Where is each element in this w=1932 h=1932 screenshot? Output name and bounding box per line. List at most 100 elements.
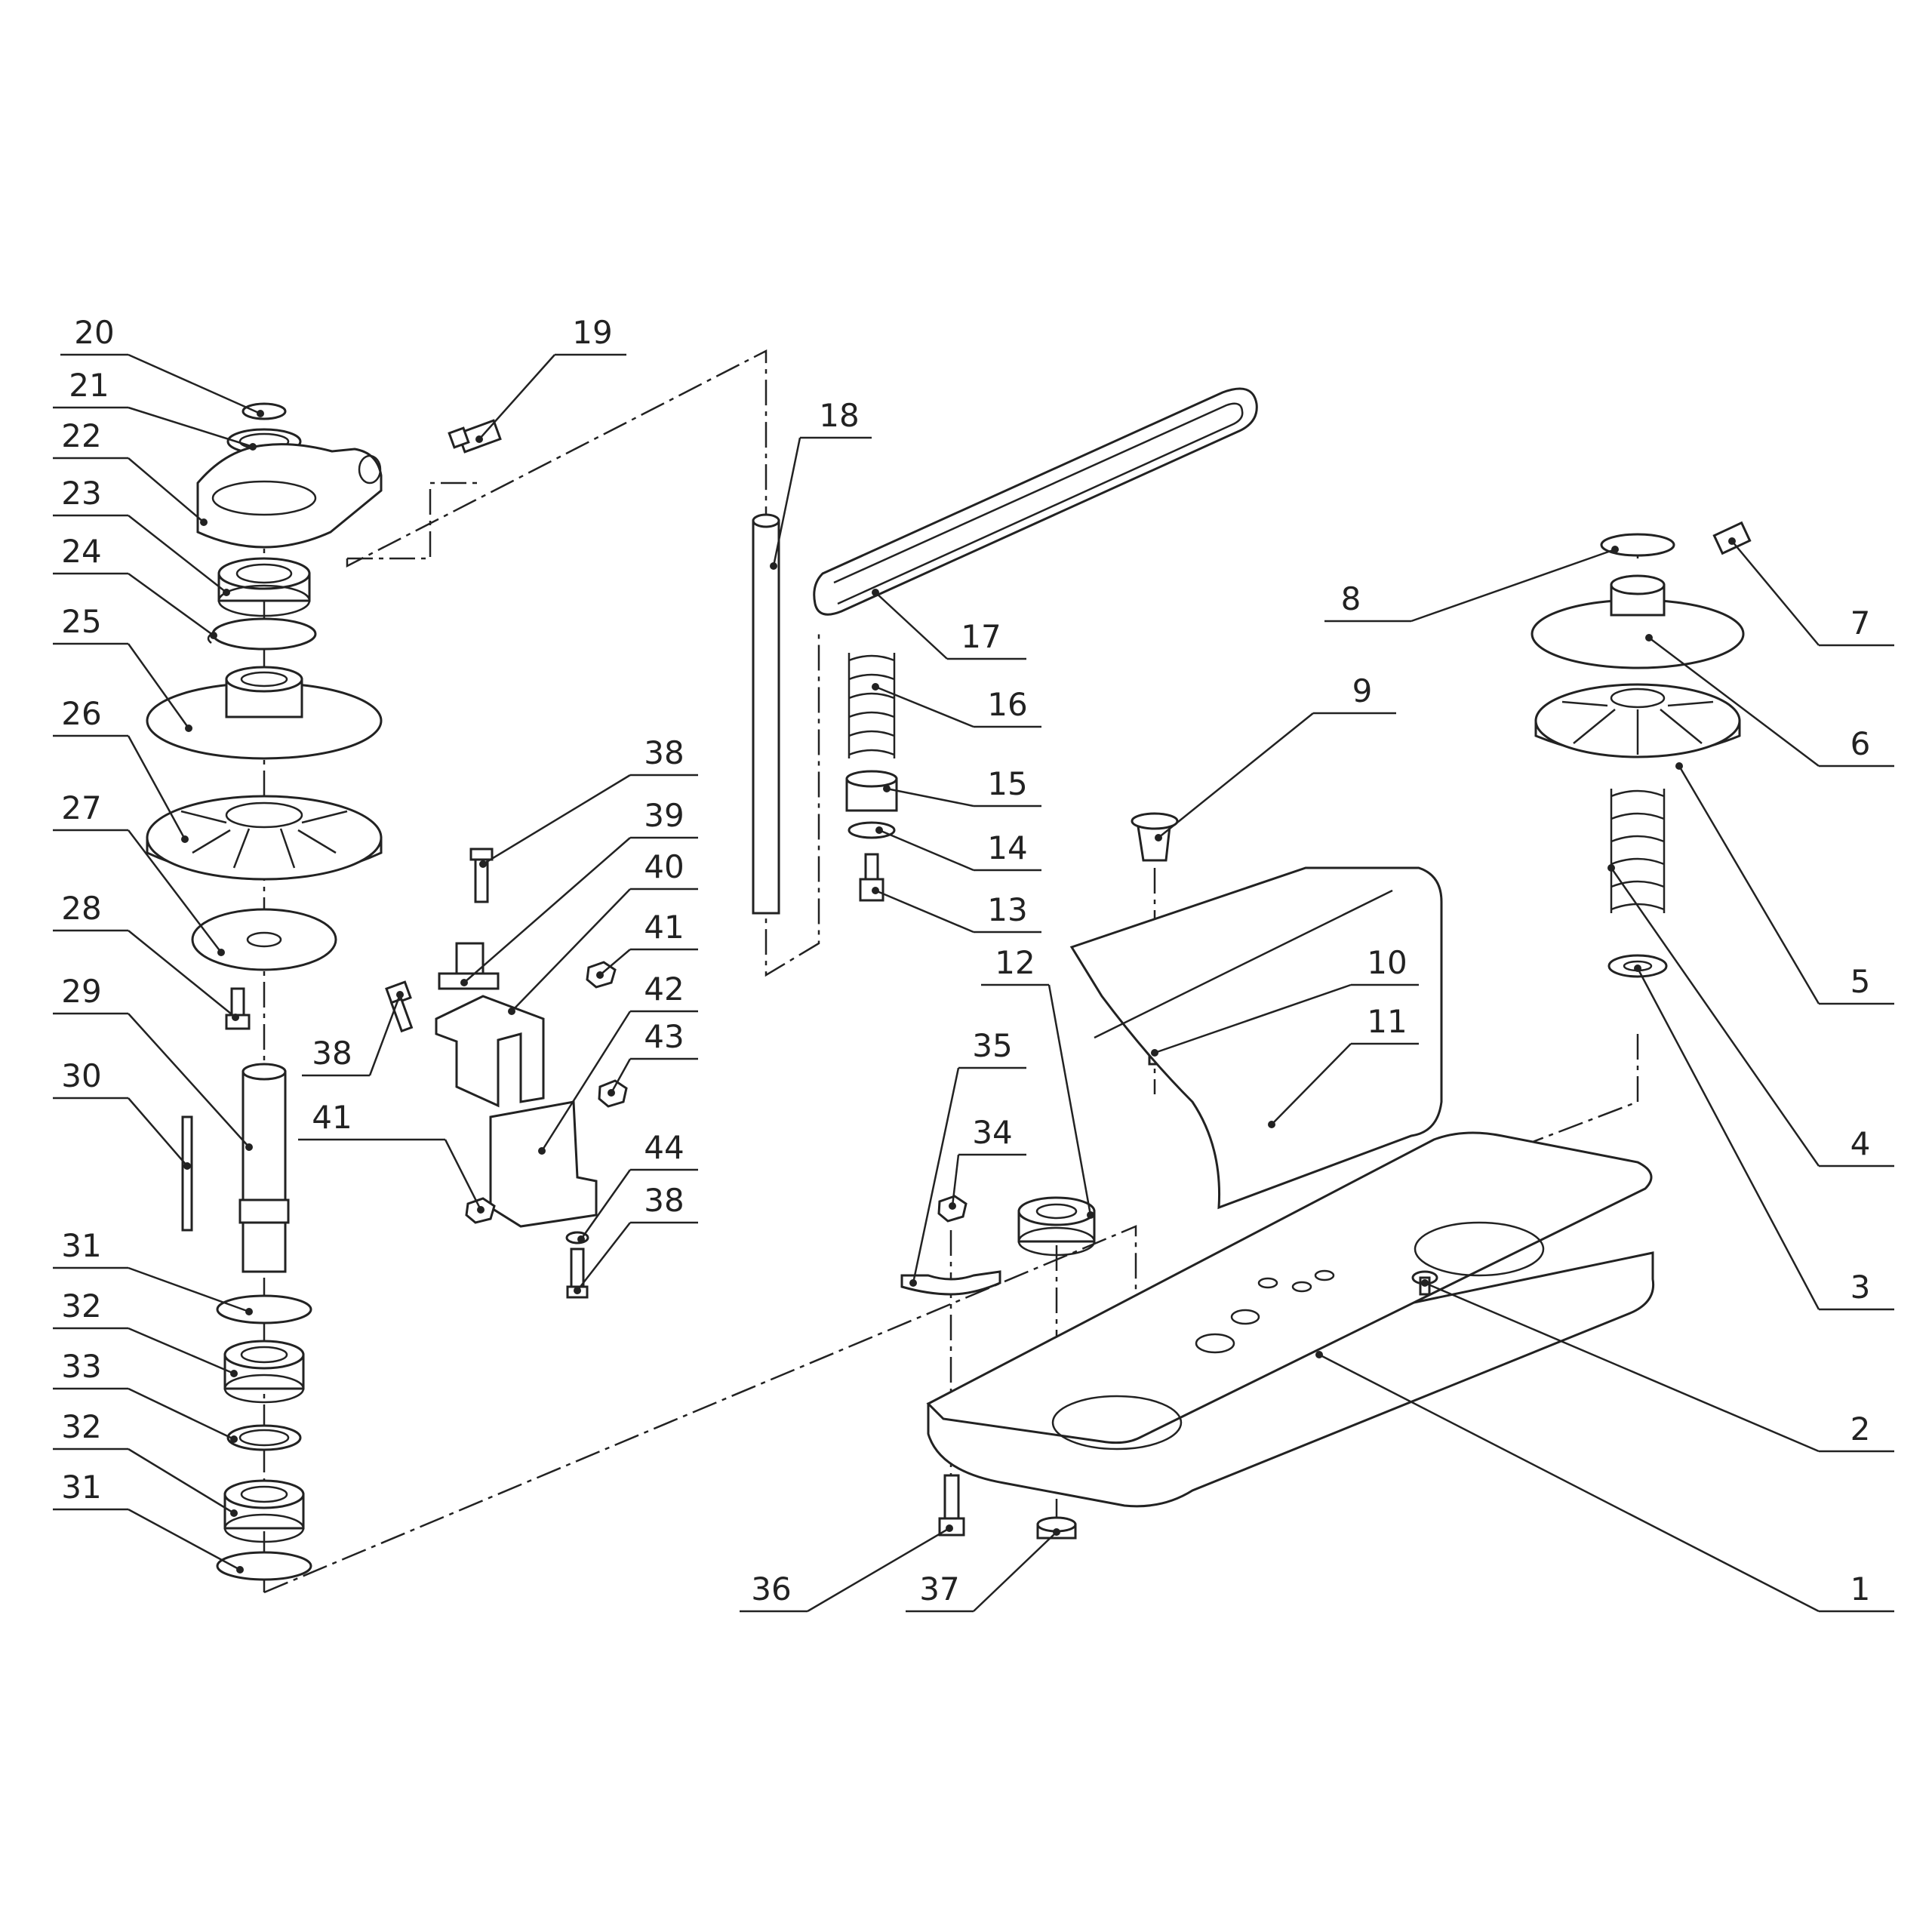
callout-32: 32: [53, 1408, 238, 1517]
callout-leader: [463, 837, 631, 983]
callout-leader: [128, 1327, 235, 1375]
callout-dot: [245, 1143, 253, 1151]
callout-10: 10: [1151, 944, 1419, 1057]
part-39-clamp: [438, 942, 500, 990]
callout-number: 38: [312, 1035, 352, 1072]
part-9-cap: [1131, 812, 1179, 862]
callout-leader: [951, 1154, 960, 1207]
callout-leader: [1636, 968, 1820, 1310]
callout-dot: [1151, 1049, 1158, 1057]
callout-32: 32: [53, 1287, 238, 1377]
callout-dot: [1053, 1528, 1060, 1536]
callout-dot: [1675, 762, 1683, 770]
housing-cover: [1069, 866, 1443, 1210]
callout-leader: [128, 515, 227, 593]
callout-dot: [236, 1566, 244, 1574]
callout-number: 26: [61, 695, 101, 732]
callout-leader: [875, 592, 948, 660]
callout-22: 22: [53, 417, 208, 526]
callout-leader: [128, 930, 236, 1018]
callout-leader: [128, 353, 261, 415]
callout-dot: [508, 1008, 515, 1015]
callout-leader: [973, 1531, 1057, 1612]
callout-number: 14: [987, 829, 1027, 866]
part-13-bolt: [859, 853, 884, 902]
callout-number: 39: [644, 797, 684, 834]
callout-number: 3: [1850, 1269, 1871, 1306]
callout-layer: 1234567891011121314151617181920212223242…: [53, 314, 1894, 1613]
callout-dot: [538, 1147, 546, 1155]
callout-number: 18: [819, 397, 859, 434]
left-assembly: [146, 402, 383, 1581]
callout-39: 39: [460, 797, 698, 986]
callout-leader: [1154, 983, 1352, 1054]
callout-number: 10: [1367, 944, 1407, 981]
callout-dot: [479, 860, 487, 868]
callout-dot: [1087, 1211, 1094, 1219]
callout-leader: [511, 888, 631, 1012]
callout-11: 11: [1268, 1003, 1419, 1128]
callout-38: 38: [302, 991, 404, 1077]
callout-leader: [128, 1387, 235, 1441]
callout-dot: [872, 887, 879, 894]
callout-leader: [580, 1169, 632, 1240]
callout-leader: [1158, 712, 1314, 838]
callout-number: 6: [1850, 725, 1871, 762]
callout-number: 12: [995, 944, 1035, 981]
callout-31: 31: [53, 1469, 244, 1574]
callout-leader: [128, 1266, 250, 1313]
callout-number: 31: [61, 1227, 101, 1264]
callout-dot: [770, 562, 777, 570]
callout-dot: [210, 632, 217, 639]
callout-number: 28: [61, 890, 101, 927]
callout-number: 44: [644, 1129, 684, 1166]
callout-14: 14: [875, 826, 1041, 872]
part-23-bearing: [217, 557, 311, 617]
callout-number: 23: [61, 475, 101, 512]
part-32-bearing-lower: [223, 1479, 305, 1543]
callout-28: 28: [53, 890, 239, 1021]
part-31-snap-ring-upper: [216, 1294, 312, 1324]
callout-dot: [1607, 864, 1615, 872]
callout-leader: [128, 1013, 250, 1148]
callout-number: 2: [1850, 1411, 1871, 1447]
callout-leader: [912, 1067, 960, 1284]
part-29-shaft: [238, 1063, 290, 1273]
callout-leader: [1424, 1281, 1820, 1453]
part-24-snap-ring: [211, 617, 317, 651]
callout-25: 25: [53, 603, 192, 732]
callout-number: 1: [1850, 1571, 1871, 1607]
callout-leader: [1411, 548, 1616, 623]
callout-dot: [875, 826, 883, 834]
callout-number: 4: [1850, 1125, 1871, 1162]
callout-8: 8: [1324, 546, 1619, 623]
callout-dot: [200, 518, 208, 526]
callout-dot: [1421, 1279, 1429, 1287]
callout-number: 7: [1850, 605, 1871, 641]
callout-40: 40: [508, 848, 698, 1015]
callout-dot: [183, 1162, 191, 1170]
callout-number: 36: [751, 1571, 791, 1607]
callout-38: 38: [574, 1182, 698, 1294]
callout-dot: [1315, 1351, 1323, 1358]
callout-dot: [577, 1235, 585, 1243]
callout-dot: [1155, 834, 1162, 841]
callout-dot: [1645, 634, 1653, 641]
callout-dot: [608, 1089, 615, 1097]
callout-dot: [230, 1435, 238, 1443]
part-26-ribbed-pulley: [146, 795, 383, 881]
callout-dot: [596, 971, 604, 979]
callout-leader: [127, 735, 186, 840]
callout-leader: [368, 994, 401, 1076]
part-40-bracket: [435, 995, 545, 1108]
callout-33: 33: [53, 1348, 238, 1443]
callout-38: 38: [479, 734, 698, 868]
callout-leader: [540, 1011, 632, 1152]
callout-41: 41: [298, 1099, 485, 1214]
callout-number: 22: [61, 417, 101, 454]
part-5-ribbed-pulley: [1534, 683, 1741, 758]
callout-leader: [1318, 1353, 1820, 1613]
callout-dot: [1634, 964, 1641, 972]
callout-31: 31: [53, 1227, 253, 1315]
right-assembly: [1531, 521, 1752, 978]
